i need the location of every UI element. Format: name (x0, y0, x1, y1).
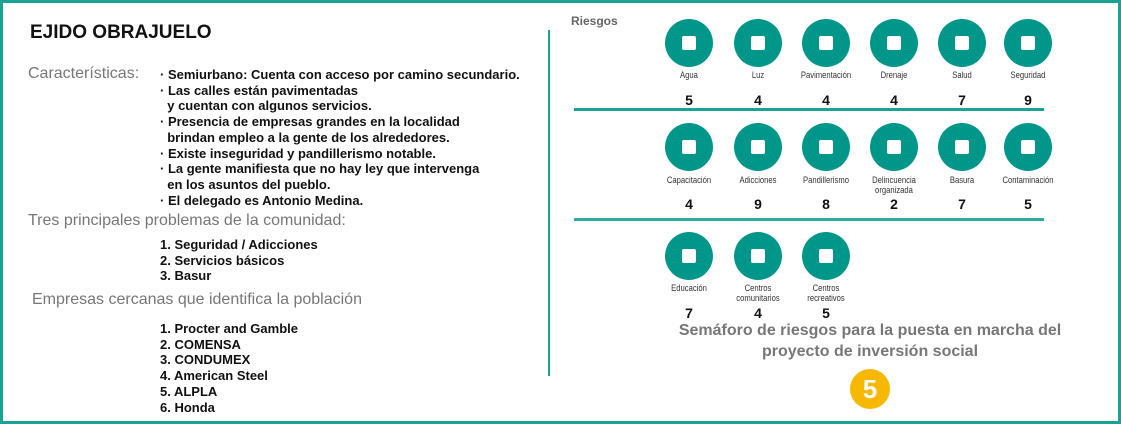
risk-label: Agua (680, 70, 698, 80)
risk-label: Seguridad (1010, 70, 1046, 80)
caracteristicas-list: · Semiurbano: Cuenta con acceso por cami… (160, 67, 520, 208)
risk-value: 4 (685, 196, 693, 212)
list-item: 5. ALPLA (160, 383, 218, 399)
community-icon (734, 232, 782, 280)
risk-value: 4 (822, 92, 830, 108)
row-divider (574, 108, 1044, 111)
risk-label: Adicciones (739, 175, 777, 185)
recreation-icon (802, 232, 850, 280)
risk-value: 9 (1024, 92, 1032, 108)
list-item: en los asuntos del pueblo. (160, 176, 331, 192)
caracteristicas-label: Características: (28, 65, 140, 82)
riesgos-label: Riesgos (571, 14, 618, 28)
risk-label: Pandillerismo (803, 175, 849, 185)
crime-icon (870, 123, 918, 171)
risk-value: 7 (958, 92, 966, 108)
risk-label: Salud (952, 70, 972, 80)
list-item: 1. Procter and Gamble (160, 321, 298, 336)
cannabis-icon (734, 123, 782, 171)
list-item: · Semiurbano: Cuenta con acceso por cami… (160, 67, 520, 82)
risk-label: Capacitación (666, 175, 712, 185)
factory-icon (1004, 123, 1052, 171)
list-item: 4. American Steel (160, 368, 268, 384)
risk-label: Luz (751, 70, 765, 80)
risk-label: Contaminación (1002, 175, 1054, 185)
risk-value: 7 (685, 305, 693, 321)
list-item: y cuentan con algunos servicios. (160, 98, 372, 114)
list-item: 2. Servicios básicos (160, 252, 285, 268)
stethoscope-icon (938, 19, 986, 67)
list-item: · Las calles están pavimentadas (160, 82, 358, 98)
risk-label: Drenaje (880, 70, 908, 80)
police-icon (1004, 19, 1052, 67)
list-item: 6. Honda (160, 399, 215, 415)
list-item: · Presencia de empresas grandes en la lo… (160, 114, 460, 130)
list-item: 3. CONDUMEX (160, 352, 251, 368)
risk-label: Pavimentación (800, 70, 852, 80)
risk-value: 5 (822, 305, 830, 321)
list-item: 1. Seguridad / Adicciones (160, 237, 318, 252)
problemas-label: Tres principales problemas de la comunid… (28, 212, 346, 229)
row-divider (574, 218, 1044, 221)
pipe-icon (870, 19, 918, 67)
risk-value: 5 (1024, 196, 1032, 212)
risk-value: 4 (890, 92, 898, 108)
risk-value: 2 (890, 196, 898, 212)
semaforo-text: Semáforo de riesgos para la puesta en ma… (678, 322, 1062, 360)
risk-value: 7 (958, 196, 966, 212)
risk-value: 9 (754, 196, 762, 212)
training-icon (665, 123, 713, 171)
risk-label: Educación (671, 283, 707, 293)
risk-value: 8 (822, 196, 830, 212)
list-item: · La gente manifiesta que no hay ley que… (160, 161, 480, 177)
risk-value: 4 (754, 305, 762, 321)
page-title: EJIDO OBRAJUELO (30, 22, 212, 43)
list-item: 3. Basur (160, 268, 212, 284)
list-item: brindan empleo a la gente de los alreded… (160, 129, 450, 145)
list-item: 2. COMENSA (160, 336, 241, 352)
fight-icon (802, 123, 850, 171)
lightbulb-icon (734, 19, 782, 67)
trash-icon (938, 123, 986, 171)
risk-label: Basura (949, 175, 975, 185)
risk-value: 4 (754, 92, 762, 108)
teacher-icon (665, 232, 713, 280)
semaforo-score-badge: 5 (850, 369, 890, 409)
faucet-icon (665, 19, 713, 67)
list-item: · Existe inseguridad y pandillerismo not… (160, 145, 436, 161)
road-icon (802, 19, 850, 67)
divider (548, 30, 550, 376)
list-item: · El delegado es Antonio Medina. (160, 192, 364, 208)
risk-value: 5 (685, 92, 693, 108)
empresas-label: Empresas cercanas que identifica la pobl… (32, 291, 362, 308)
